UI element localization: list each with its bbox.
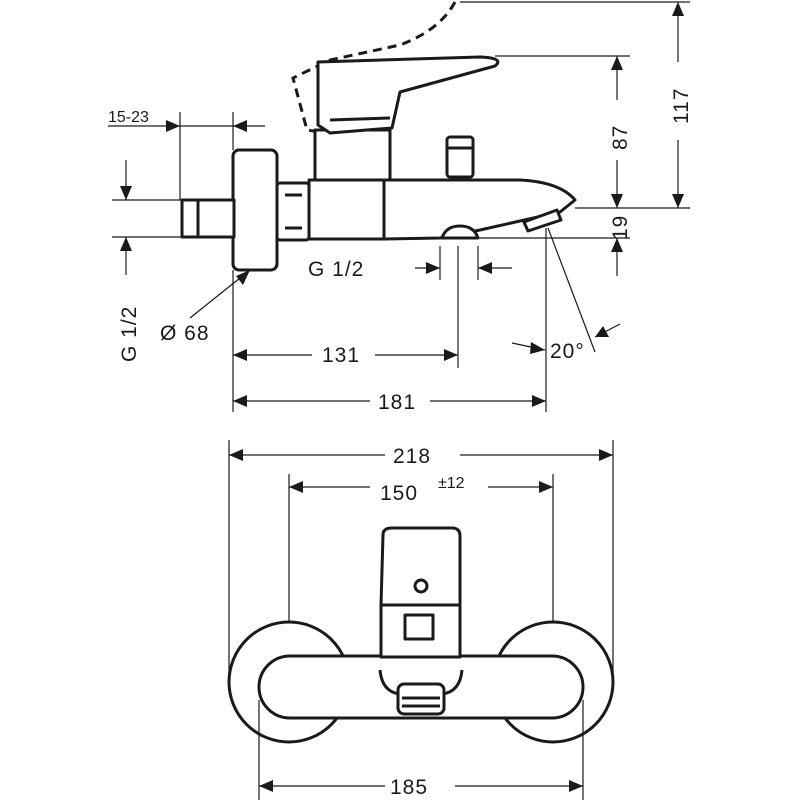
lever-handle[interactable] bbox=[316, 55, 500, 135]
dim-centers: 150 bbox=[380, 482, 418, 505]
lever-alt-position bbox=[291, 1, 457, 134]
front-view: 218 150 ±12 185 bbox=[227, 440, 615, 800]
dim-wall-depth: 15-23 bbox=[108, 109, 149, 126]
shower-outlet bbox=[522, 208, 563, 233]
dim-outlet-thread: G 1/2 bbox=[308, 258, 364, 281]
mixer-body-side bbox=[307, 178, 386, 241]
dim-outlet-distance: 131 bbox=[322, 344, 360, 367]
dim-centers-tolerance: ±12 bbox=[438, 475, 465, 492]
bath-outlet bbox=[440, 224, 480, 240]
dim-overall-width: 218 bbox=[393, 445, 431, 468]
connection-nut bbox=[275, 181, 311, 242]
dim-inlet-thread: G 1/2 bbox=[118, 306, 141, 362]
dim-body-height: 87 bbox=[609, 125, 632, 150]
side-view: 15-23 G 1/2 Ø 68 G 1/2 117 bbox=[108, 1, 693, 414]
cartridge-housing bbox=[313, 128, 392, 182]
escutcheon-side bbox=[231, 148, 279, 272]
dim-spout-height: 19 bbox=[609, 215, 632, 240]
lever-front[interactable] bbox=[379, 526, 462, 607]
dim-handle-height: 117 bbox=[670, 88, 693, 124]
lever-stem-front bbox=[403, 613, 435, 641]
diverter-knob[interactable] bbox=[445, 135, 475, 179]
inlet-stub bbox=[180, 198, 236, 239]
lever-indicator bbox=[413, 578, 429, 594]
dim-angle: 20° bbox=[550, 340, 585, 363]
dim-escutcheon-diameter: Ø 68 bbox=[160, 322, 210, 345]
dim-spout-projection: 181 bbox=[378, 391, 416, 414]
dim-base-width: 185 bbox=[390, 776, 428, 799]
